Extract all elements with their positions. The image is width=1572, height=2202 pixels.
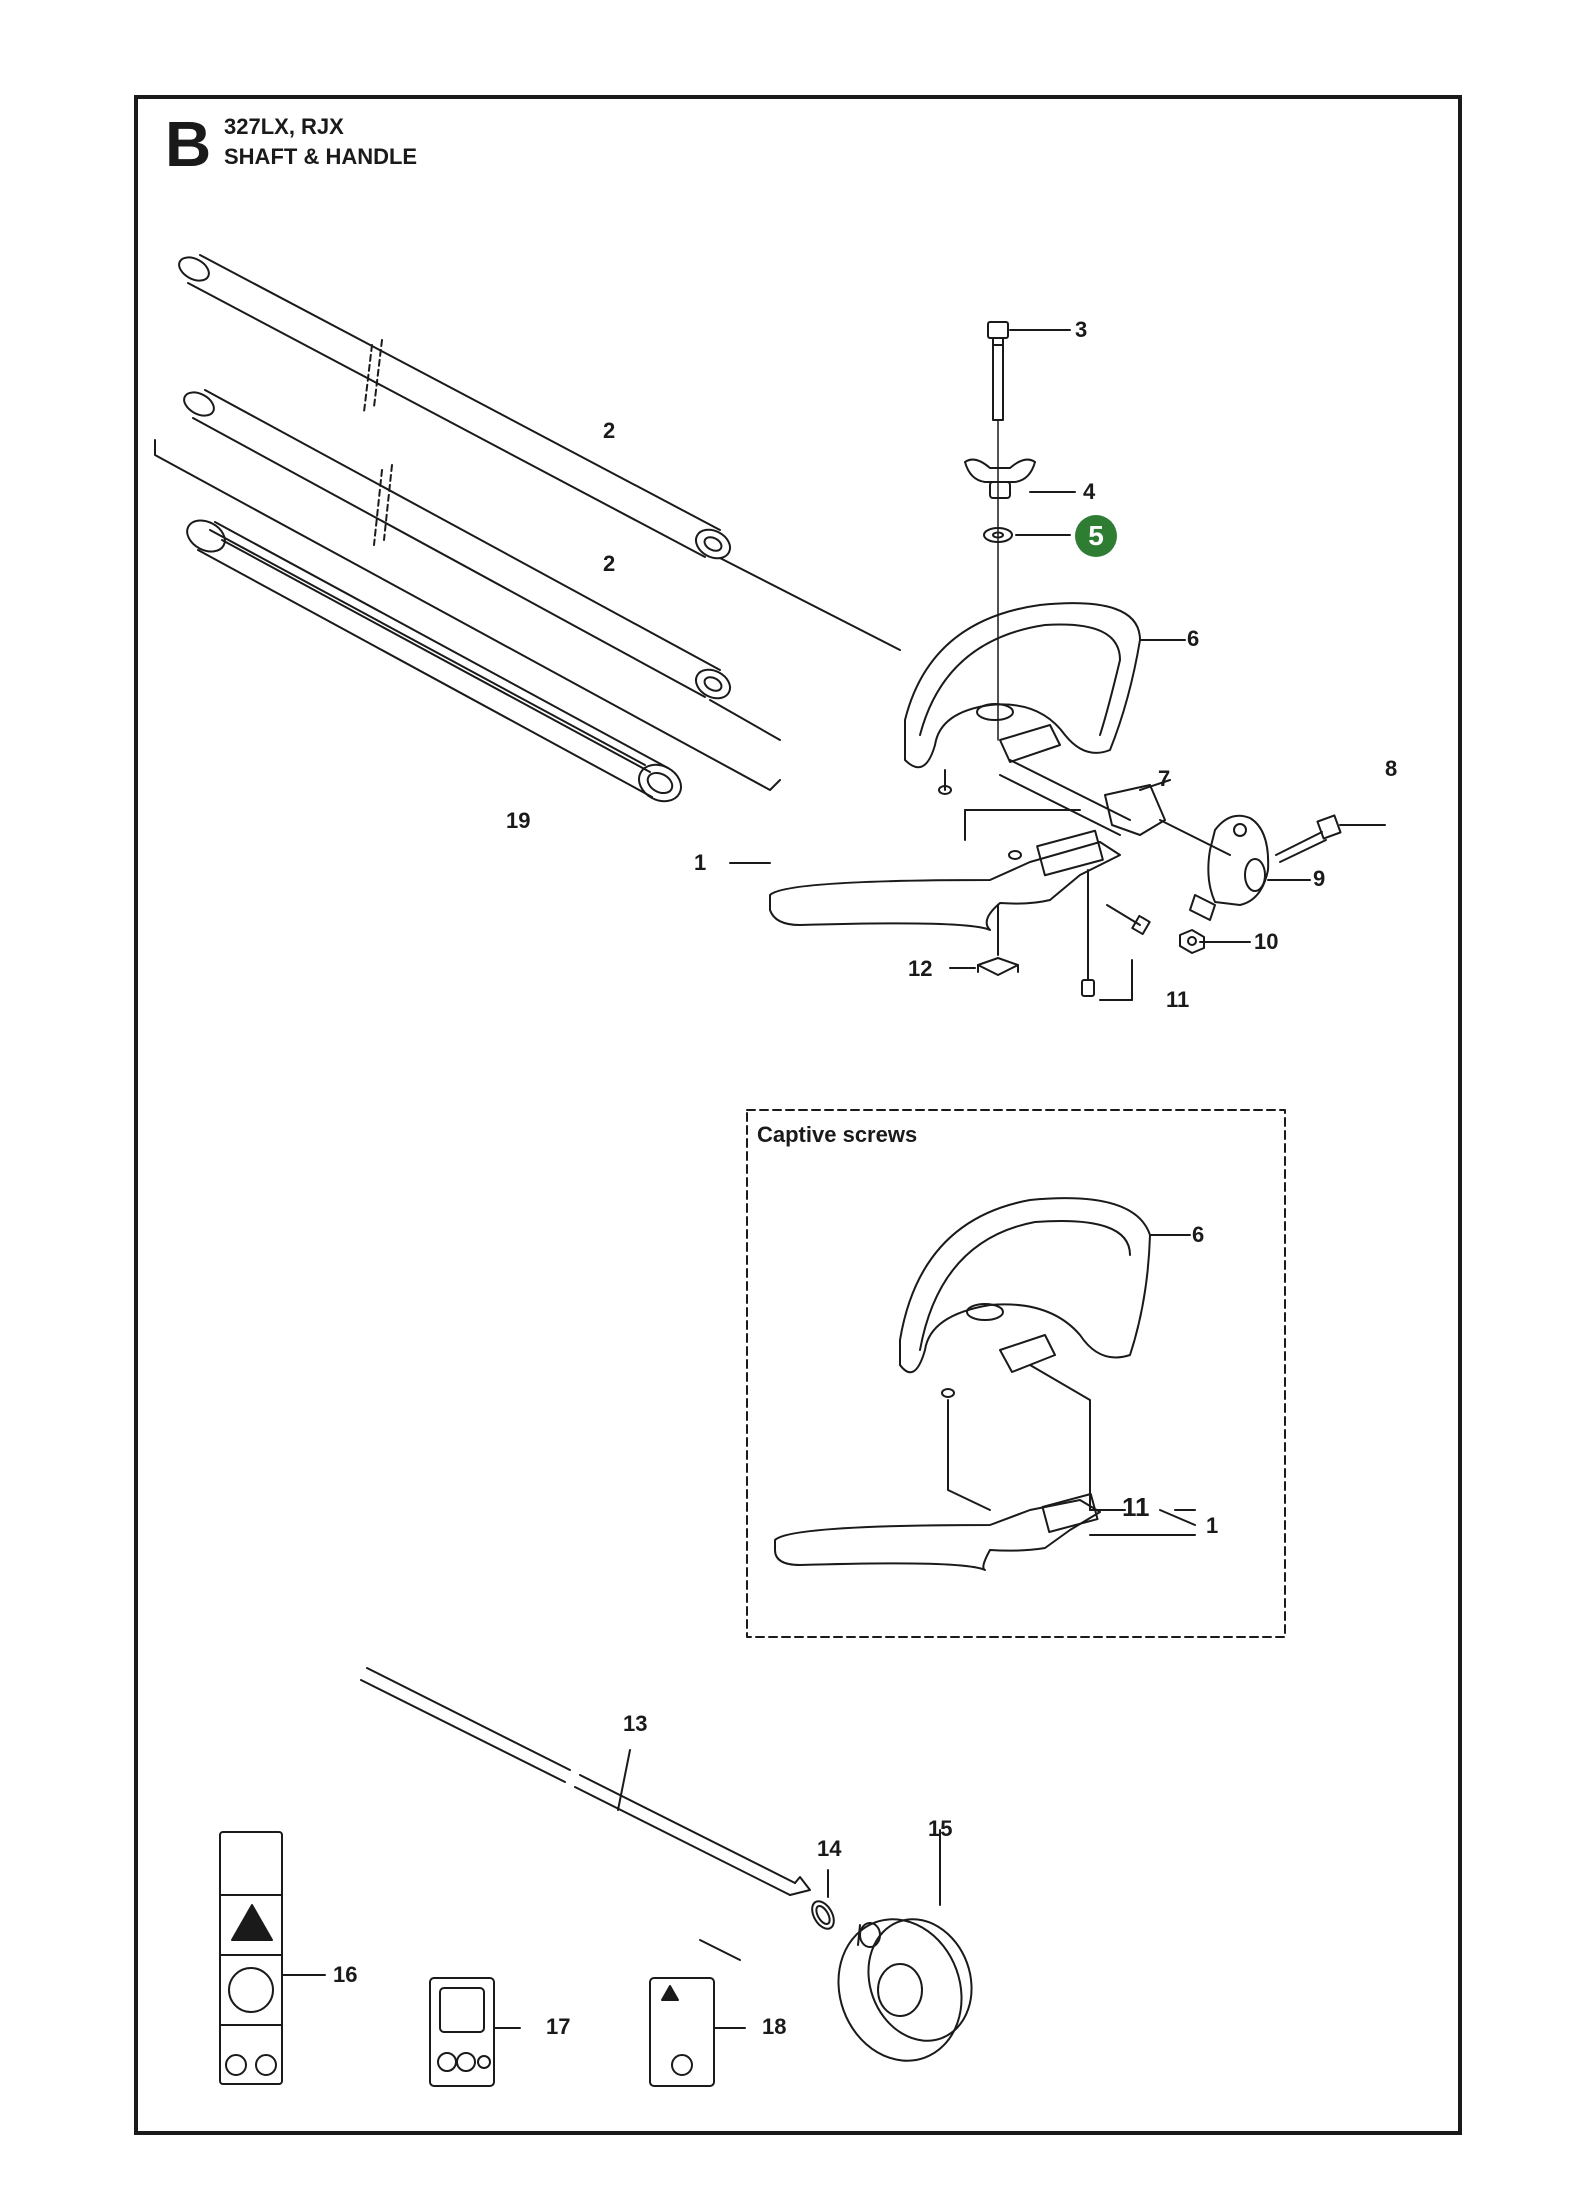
nut (1179, 929, 1251, 954)
screws-short (1081, 869, 1151, 1001)
model-label: 327LX, RJX (224, 114, 344, 139)
callout-19: 19 (506, 808, 531, 833)
inset-callout-11: 11 (1122, 1492, 1150, 1522)
highlight-badge-5: 5 (1075, 515, 1117, 557)
section-letter: B (165, 108, 212, 180)
callout-12: 12 (908, 956, 933, 981)
safety-decal-trimmer (429, 1977, 521, 2087)
callout-2-middle: 2 (603, 551, 616, 576)
callout-4: 4 (1083, 479, 1096, 504)
handle-loop (904, 602, 1186, 795)
captive-screws-inset-box (746, 1109, 1286, 1638)
inset-handle-loop (899, 1197, 1191, 1511)
inset-lower-handle (774, 1492, 1196, 1571)
callout-3: 3 (1075, 317, 1088, 342)
clamp (999, 759, 1231, 856)
callout-9: 9 (1313, 866, 1326, 891)
callout-17: 17 (546, 2014, 571, 2039)
washer (983, 527, 1071, 543)
inset-callout-1: 1 (1206, 1513, 1219, 1538)
callout-10: 10 (1254, 929, 1279, 954)
inset-title: Captive screws (757, 1122, 918, 1147)
callout-7: 7 (1158, 766, 1171, 791)
diagram-title: 327LX, RJX SHAFT & HANDLE (224, 112, 417, 172)
screw-long (1275, 814, 1386, 863)
o-ring (811, 1869, 835, 1930)
square-nut (949, 904, 1019, 976)
callout-13: 13 (623, 1711, 648, 1736)
handle-grip (154, 439, 781, 803)
bolt (987, 321, 1071, 741)
shaft-tube-middle (183, 389, 732, 700)
callout-14: 14 (817, 1836, 842, 1861)
callout-8: 8 (1385, 756, 1398, 781)
drive-shaft (360, 1667, 811, 1961)
callout-1: 1 (694, 850, 707, 875)
callout-11: 11 (1166, 987, 1190, 1012)
callout-2-upper: 2 (603, 418, 616, 443)
callout-6: 6 (1187, 626, 1200, 651)
wing-knob (964, 458, 1076, 499)
safety-decal-warning (649, 1977, 746, 2087)
callout-16: 16 (333, 1962, 358, 1987)
section-title: SHAFT & HANDLE (224, 144, 418, 169)
diagram-frame (134, 95, 1462, 2135)
inset-callout-6: 6 (1192, 1222, 1205, 1247)
callout-15: 15 (928, 1816, 953, 1841)
safety-decal-large (219, 1831, 326, 2085)
clutch-drum (837, 1829, 973, 2062)
callout-18: 18 (762, 2014, 787, 2039)
lower-handle (729, 809, 1121, 931)
harness-bracket (1189, 814, 1311, 921)
shaft-tube-upper (178, 254, 901, 651)
